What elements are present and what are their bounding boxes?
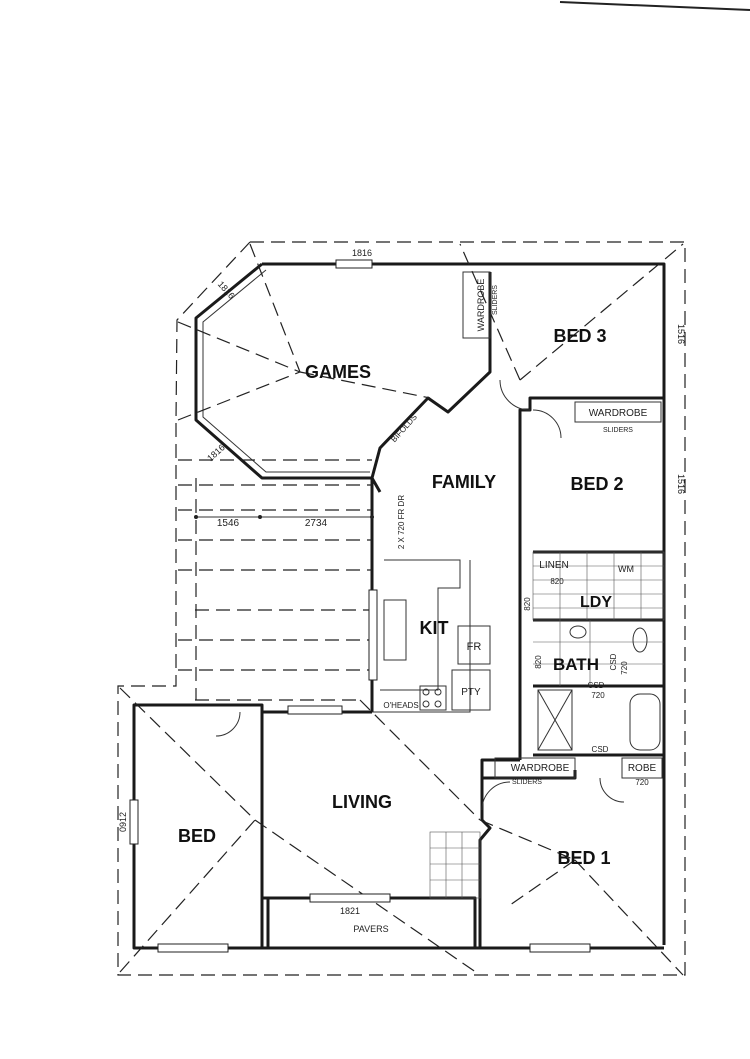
toilet <box>632 627 648 653</box>
bath-820-label: 820 <box>534 655 543 669</box>
sliders-bed2-label: SLIDERS <box>603 427 633 434</box>
living-alcove-wall <box>260 712 477 948</box>
dim-pavers-width: 1821 <box>340 906 360 916</box>
room-label-bed: BED <box>178 826 216 846</box>
bathtub <box>629 693 661 751</box>
dimension-tick <box>370 515 374 519</box>
robe-label: ROBE <box>628 763 657 774</box>
window-bed-west <box>129 799 139 845</box>
dim-top-window: 1816 <box>352 248 372 258</box>
window-bed1-south <box>529 943 591 953</box>
bath-720-label-b: 720 <box>620 661 629 675</box>
basin <box>569 625 587 639</box>
window-bed-south <box>157 943 229 953</box>
window-living-north <box>287 705 343 715</box>
kitchen-sink <box>383 599 407 661</box>
dim-bed-window: 0912 <box>118 812 128 832</box>
games-inner-wall <box>202 269 370 473</box>
fridge-space <box>457 625 491 665</box>
window-games-north <box>335 259 373 269</box>
door-swing <box>532 409 562 439</box>
dim-right-run: 2734 <box>305 518 328 529</box>
wardrobe-bed2 <box>574 401 662 423</box>
room-label-bed3: BED 3 <box>553 326 606 346</box>
wardrobe-bed1 <box>494 757 576 779</box>
dim-right-lower: 1516 <box>676 474 686 494</box>
room-label-kit: KIT <box>420 618 449 638</box>
cooktop-burner <box>422 688 430 696</box>
shower <box>537 689 573 751</box>
wardrobe-bed3 <box>462 271 491 339</box>
room-label-ldy: LDY <box>580 594 612 611</box>
room-label-bed1: BED 1 <box>557 848 610 868</box>
living-bed1-wall <box>478 778 492 948</box>
room-label-living: LIVING <box>332 792 392 812</box>
bathroom-tiles <box>533 620 664 686</box>
cooktop-burner <box>434 688 442 696</box>
door-swing <box>499 379 531 411</box>
laundry-tiles <box>532 551 665 621</box>
robe-bed1 <box>621 757 663 779</box>
roof-outline <box>117 241 686 976</box>
living-tiles <box>429 831 481 899</box>
wardrobe-bed3-label: WARDROBE <box>476 279 486 332</box>
ldy-820-label: 820 <box>523 597 532 611</box>
oheads-label: O'HEADS <box>383 701 418 710</box>
cooktop <box>419 685 447 711</box>
wm-label: WM <box>618 564 634 574</box>
dim-left-run: 1546 <box>217 518 240 529</box>
door-swing <box>215 711 241 737</box>
pavers-label: PAVERS <box>353 924 388 934</box>
dimension-tick <box>258 515 262 519</box>
bifolds-label: BIFOLDS <box>389 413 419 444</box>
games-family-wall <box>370 272 492 479</box>
wardrobe-bed1-label: WARDROBE <box>511 763 570 774</box>
door-swing <box>481 781 511 811</box>
csd-label-2: CSD <box>609 653 618 670</box>
wardrobe-bed2-label: WARDROBE <box>589 408 648 419</box>
linen-label: LINEN <box>539 560 568 571</box>
window-setout-lines <box>178 459 372 700</box>
window-pavers <box>309 893 391 903</box>
shower-cross <box>537 689 573 751</box>
linen-820-label: 820 <box>550 577 564 586</box>
door-note-label: 2 X 720 FR DR <box>397 495 406 549</box>
sliders-bed3-label: SLIDERS <box>492 285 499 315</box>
sliders-bed1-label: SLIDERS <box>512 779 542 786</box>
robe-720-label: 720 <box>635 778 649 787</box>
family-living-divider <box>372 560 471 713</box>
south-west-wing <box>132 703 372 950</box>
bed3-south-wall <box>518 398 532 760</box>
room-label-bath: BATH <box>553 655 599 674</box>
dim-right-upper: 1516 <box>676 324 686 344</box>
room-label-games: GAMES <box>305 362 371 382</box>
cooktop-burner <box>422 700 430 708</box>
pantry <box>451 669 491 711</box>
pty-label: PTY <box>461 687 481 698</box>
csd-label-1: CSD <box>588 681 605 690</box>
room-label-bed2: BED 2 <box>570 474 623 494</box>
bath-720-label-a: 720 <box>591 691 605 700</box>
top-edge-mark <box>559 1 750 11</box>
room-label-family: FAMILY <box>432 472 496 492</box>
cooktop-burner <box>434 700 442 708</box>
door-swing <box>599 777 625 803</box>
fr-label: FR <box>467 641 482 653</box>
dimension-tick <box>194 515 198 519</box>
window-kitchen <box>368 589 378 681</box>
csd-label-3: CSD <box>592 745 609 754</box>
